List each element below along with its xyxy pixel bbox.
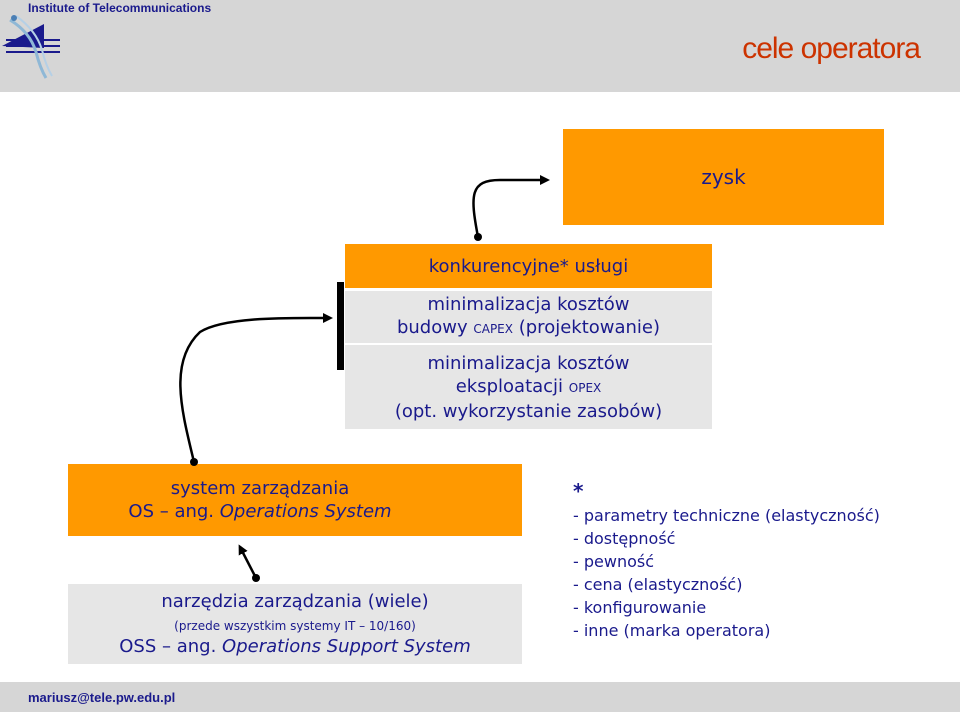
opex-line3: (opt. wykorzystanie zasobów) <box>394 400 663 422</box>
page-title: cele operatora <box>742 32 921 65</box>
opex-box: minimalizacja kosztów eksploatacji OPEX … <box>345 345 712 429</box>
bracket-bar <box>337 282 344 370</box>
oss-italic: Operations Support System <box>222 636 471 657</box>
footnote-item: - cena (elastyczność) <box>573 575 743 594</box>
services-box: konkurencyjne* usługi <box>345 244 712 288</box>
profit-label: zysk <box>701 164 746 189</box>
os-italic: Operations System <box>219 501 392 522</box>
footnote-block: * - parametry techniczne (elastyczność) … <box>573 478 880 642</box>
capex-line2-main: budowy <box>396 317 468 338</box>
opex-line2-main: eksploatacji <box>455 375 564 397</box>
footnote-item: - konfigurowanie <box>573 598 707 617</box>
oss-box: narzędzia zarządzania (wiele) (przede ws… <box>68 584 522 664</box>
os-line1: system zarządzania <box>170 478 350 499</box>
arrow-oss-to-os <box>238 544 260 582</box>
oss-line3: OSS – ang. Operations Support System <box>119 635 470 658</box>
oss-prefix: OSS – ang. <box>119 636 217 657</box>
opex-abbrev: OPEX <box>568 380 602 395</box>
institute-logo-icon <box>2 15 60 79</box>
institute-name: Institute of Telecommunications <box>28 1 212 15</box>
footnote-item: - inne (marka operatora) <box>573 621 771 640</box>
capex-line2: budowy CAPEX (projektowanie) <box>397 316 660 341</box>
profit-box: zysk <box>563 129 884 225</box>
os-prefix: OS – ang. <box>128 501 215 522</box>
footnote-item: - dostępność <box>573 529 676 548</box>
author-email: mariusz@tele.pw.edu.pl <box>28 690 176 705</box>
oss-note: (przede wszystkim systemy IT – 10/160) <box>174 619 416 633</box>
footnote-star: * <box>573 479 584 503</box>
services-label: konkurencyjne* usługi <box>428 255 629 277</box>
os-line2: OS – ang. Operations System <box>128 500 391 523</box>
opex-line1: minimalizacja kosztów <box>427 352 630 374</box>
capex-box: minimalizacja kosztów budowy CAPEX (proj… <box>345 291 712 343</box>
opex-line2: eksploatacji OPEX <box>456 375 602 400</box>
arrow-os-to-capex <box>179 312 333 466</box>
capex-line1: minimalizacja kosztów <box>427 294 630 315</box>
capex-abbrev: CAPEX <box>473 322 513 336</box>
os-box: system zarządzania OS – ang. Operations … <box>68 464 522 536</box>
footnote-item: - pewność <box>573 552 655 571</box>
footer-band: mariusz@tele.pw.edu.pl <box>0 682 960 712</box>
oss-line1: narzędzia zarządzania (wiele) <box>161 591 429 612</box>
capex-line2-end: (projektowanie) <box>518 317 661 338</box>
arrow-services-to-profit <box>472 175 550 241</box>
footnote-item: - parametry techniczne (elastyczność) <box>573 506 880 525</box>
header-band: Institute of Telecommunications cele ope… <box>0 0 960 92</box>
